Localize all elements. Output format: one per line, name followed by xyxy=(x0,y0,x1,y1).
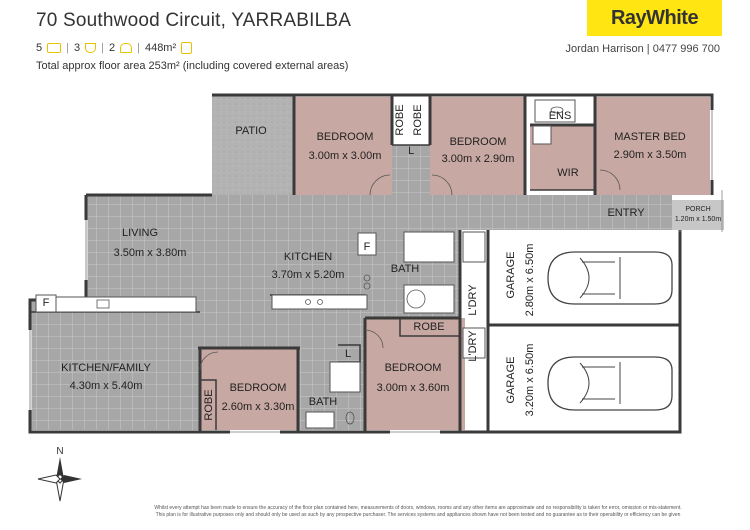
floor-area: Total approx floor area 253m² (including… xyxy=(36,60,349,72)
laundry-label-b: L'DRY xyxy=(467,330,479,362)
garage-2-label: GARAGE xyxy=(505,356,517,403)
tiled-floor xyxy=(30,195,672,430)
garage-2-dim: 3.20m x 6.50m xyxy=(524,344,536,417)
bath-1-label: BATH xyxy=(391,263,420,275)
bedroom-2-dim: 3.00m x 2.90m xyxy=(442,153,515,165)
bath-2-label: BATH xyxy=(309,396,338,408)
car-outlines xyxy=(547,251,673,411)
kitchen-bench xyxy=(271,294,368,310)
entry-label: ENTRY xyxy=(607,207,645,219)
bedroom-4-dim: 3.00m x 3.60m xyxy=(377,382,450,394)
garage-1-dim: 2.80m x 6.50m xyxy=(524,244,536,317)
porch-area xyxy=(672,200,724,230)
laundry-label-a: L'DRY xyxy=(467,284,479,316)
ensuite-label: ENS xyxy=(549,110,572,122)
baths-count: 3 xyxy=(73,42,81,54)
property-address: 70 Southwood Circuit, YARRABILBA xyxy=(36,10,352,31)
bedroom-3-dim: 2.60m x 3.30m xyxy=(222,401,295,413)
bath-2-vanity xyxy=(305,411,335,429)
bed-icon xyxy=(47,43,62,53)
linen-label-b: L xyxy=(345,348,351,360)
living-label: LIVING xyxy=(122,227,158,239)
master-bed-label: MASTER BED xyxy=(614,131,686,143)
patio-label: PATIO xyxy=(235,125,267,137)
family-bench xyxy=(55,296,197,313)
land-icon xyxy=(181,42,193,54)
north-compass-icon: N xyxy=(37,446,82,502)
bedroom-1-dim: 3.00m x 3.00m xyxy=(309,150,382,162)
patio-area xyxy=(212,95,294,195)
agent-contact: Jordan Harrison | 0477 996 700 xyxy=(565,43,720,55)
beds-count: 5 xyxy=(36,42,43,54)
laundry-tub-2 xyxy=(462,327,486,359)
bath-tub xyxy=(403,284,455,314)
master-bed-floor xyxy=(595,97,710,195)
bath-2-shower xyxy=(329,361,361,393)
robe-label-b: ROBE xyxy=(412,104,424,135)
bedroom-1-label: BEDROOM xyxy=(317,131,374,143)
disclaimer-line-1: Whilst every attempt has been made to en… xyxy=(154,505,682,511)
wir-label: WIR xyxy=(557,167,578,179)
bedroom-2-label: BEDROOM xyxy=(450,136,507,148)
porch-dim: 1.20m x 1.50m xyxy=(675,216,721,223)
laundry-tub xyxy=(462,231,486,263)
ensuite-shower xyxy=(532,125,552,145)
robe-label-d: ROBE xyxy=(413,321,444,333)
kitchen-label: KITCHEN xyxy=(284,251,332,263)
kitchen-dim: 3.70m x 5.20m xyxy=(272,269,345,281)
disclaimer-line-2: This plan is for illustrative purposes o… xyxy=(155,511,681,518)
disclaimer: Whilst every attempt has been made to en… xyxy=(108,505,728,518)
linen-label-a: L xyxy=(408,145,414,157)
robe-label-a: ROBE xyxy=(394,104,406,135)
kitchen-fridge xyxy=(357,232,377,256)
property-specs: 5 | 3 | 2 | 448m² xyxy=(36,42,193,54)
bedroom-2-floor xyxy=(430,97,525,195)
bedroom-4-label: BEDROOM xyxy=(385,362,442,374)
fridge-label-a: F xyxy=(364,241,371,253)
master-bed-dim: 2.90m x 3.50m xyxy=(614,149,687,161)
brand-logo: RayWhite xyxy=(587,0,722,36)
car-icon xyxy=(120,43,133,53)
ensuite-vanity xyxy=(534,99,576,123)
living-dim: 3.50m x 3.80m xyxy=(114,247,187,259)
kitchen-family-label: KITCHEN/FAMILY xyxy=(61,362,151,374)
bath-shower xyxy=(403,231,455,263)
porch-label: PORCH xyxy=(685,206,710,213)
bedroom-4-floor xyxy=(365,318,465,430)
cars-count: 2 xyxy=(108,42,116,54)
fridge-label-b: F xyxy=(43,297,50,309)
kitchen-family-dim: 4.30m x 5.40m xyxy=(70,380,143,392)
compass-north-label: N xyxy=(56,446,63,457)
bedroom-3-label: BEDROOM xyxy=(230,382,287,394)
robe-label-c: ROBE xyxy=(203,389,215,420)
land-size: 448m² xyxy=(144,42,177,54)
garage-1-label: GARAGE xyxy=(505,251,517,298)
bath-icon xyxy=(85,43,97,53)
bedroom-1-floor xyxy=(294,97,392,195)
